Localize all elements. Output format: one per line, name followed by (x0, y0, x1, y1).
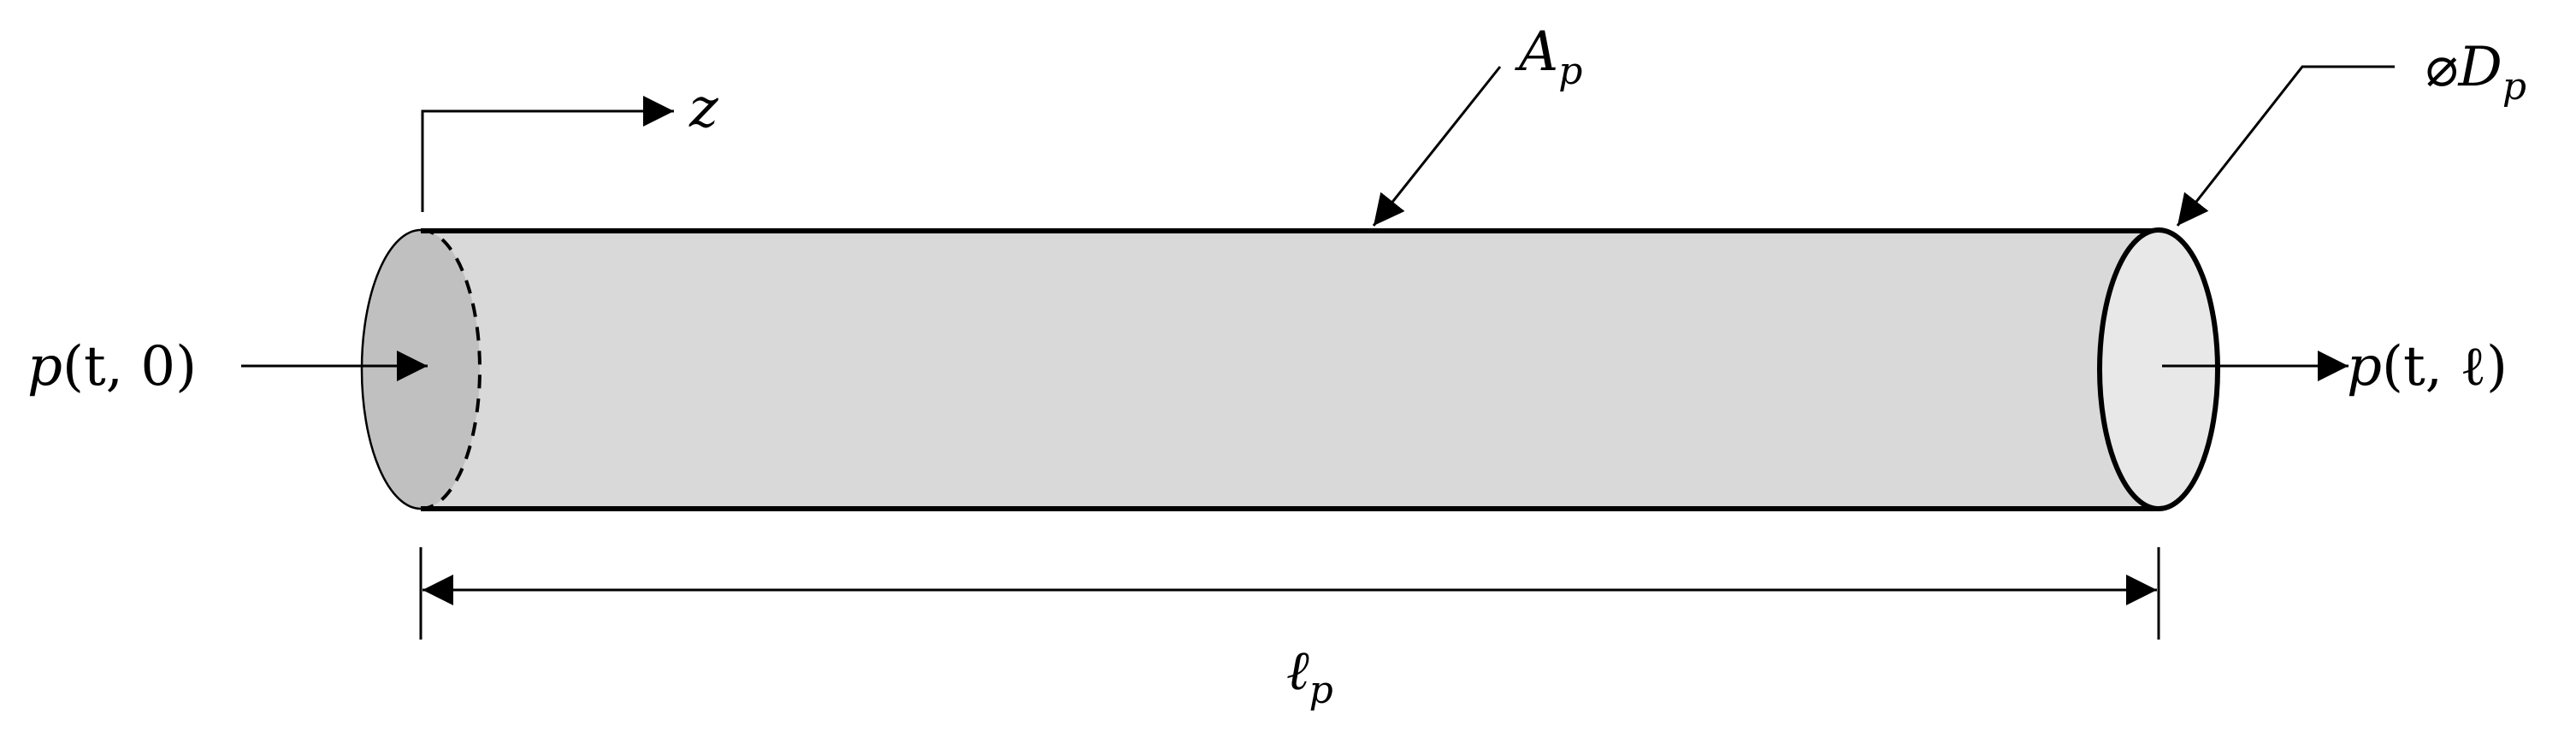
outlet-face (2097, 227, 2220, 511)
outlet-pressure-label: p(t, ℓ) (2347, 335, 2508, 398)
length-label: ℓp (1286, 640, 1333, 712)
axis-label: z (688, 77, 719, 140)
diameter-leader (2176, 65, 2395, 227)
area-leader (1372, 66, 1502, 227)
inlet-pressure-label: p(t, 0) (27, 335, 197, 398)
tube-body (421, 231, 2159, 509)
inlet-face-hidden-edge (420, 228, 482, 510)
inlet-face-back-edge (360, 228, 422, 510)
diameter-label: ⌀Dp (2425, 36, 2526, 109)
area-label: Ap (1515, 21, 1582, 93)
z-axis-arrow (421, 96, 674, 212)
